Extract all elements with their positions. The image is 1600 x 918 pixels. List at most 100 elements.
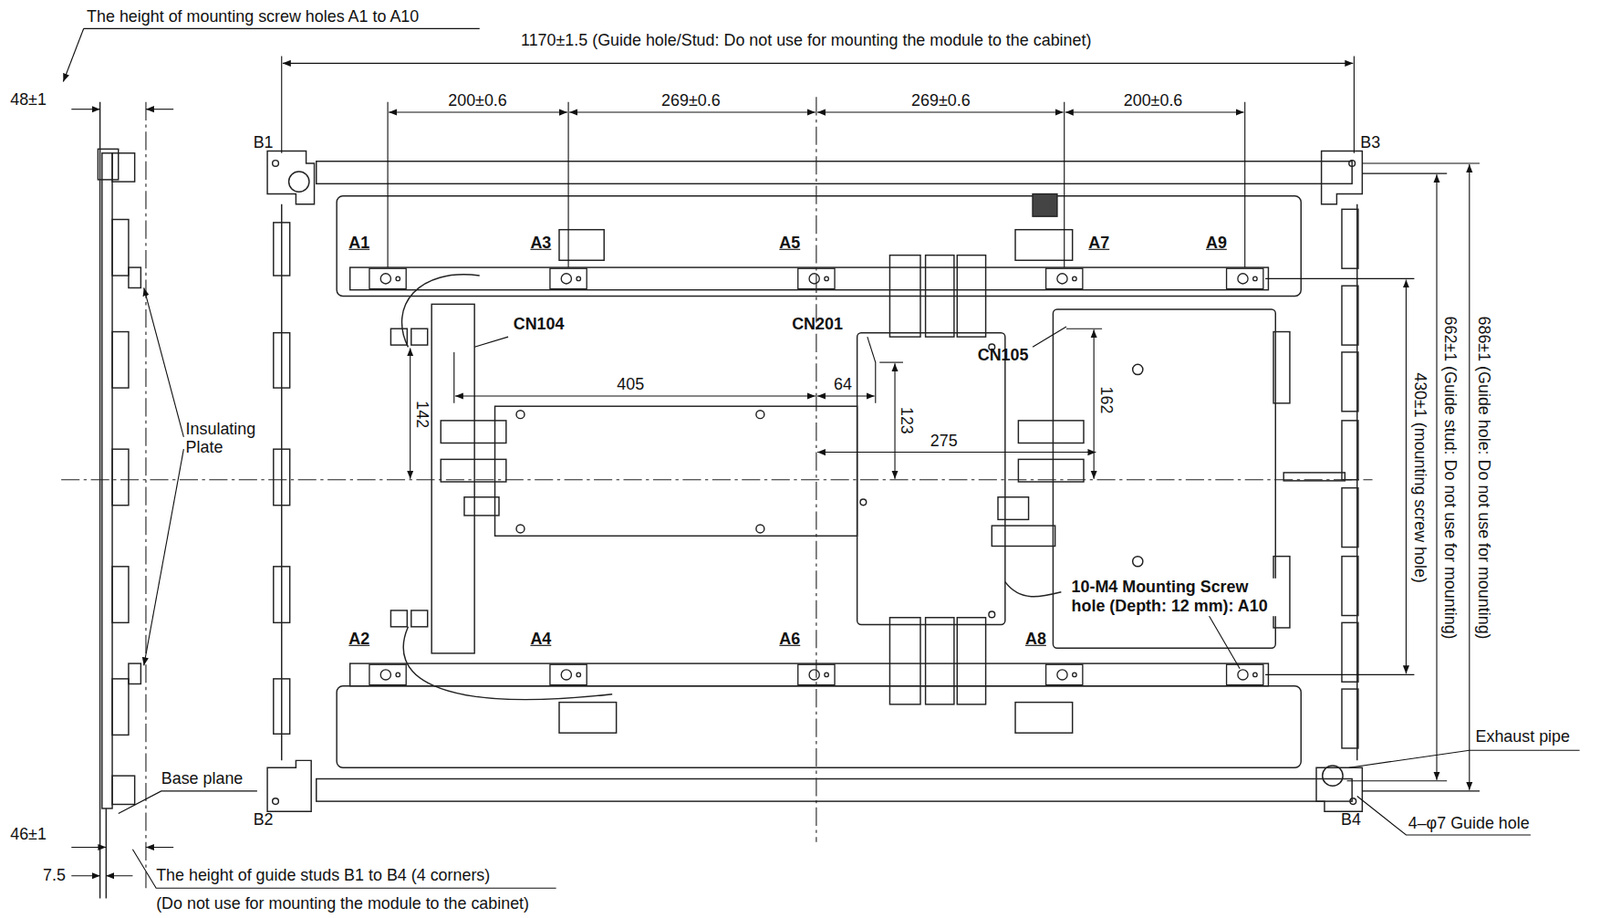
leader-lines-part bbox=[474, 336, 509, 347]
dimension-lines-part bbox=[388, 111, 568, 113]
module-frame-part bbox=[1341, 556, 1359, 616]
module-frame-part bbox=[1018, 420, 1084, 444]
dimension-lines-part bbox=[568, 102, 570, 268]
side-view-part bbox=[112, 566, 129, 624]
centerlines-part bbox=[145, 102, 146, 888]
module-frame-part bbox=[559, 229, 604, 261]
module-frame-part bbox=[516, 524, 525, 533]
dimension-lines-part bbox=[453, 352, 455, 404]
module-frame-part bbox=[1018, 458, 1084, 482]
mounting-holes-part bbox=[395, 276, 400, 281]
side-view-part bbox=[128, 663, 141, 684]
connector-name: CN105 bbox=[977, 345, 1029, 365]
module-frame-part bbox=[1341, 285, 1359, 345]
mounting-holes-part bbox=[576, 672, 581, 676]
leader-lines-part bbox=[1032, 326, 1067, 347]
centerlines bbox=[61, 96, 1372, 888]
connector-name: CN201 bbox=[791, 314, 843, 334]
note-text: The height of mounting screw holes A1 to… bbox=[86, 8, 419, 28]
dimension-lines-part bbox=[145, 846, 174, 848]
note-text: (Do not use for mounting the module to t… bbox=[155, 894, 530, 915]
mounting-holes-part bbox=[561, 669, 572, 680]
dimension-lines-part bbox=[387, 102, 389, 268]
dimension-lines-part bbox=[1435, 174, 1437, 780]
module-frame-part bbox=[440, 458, 507, 482]
module-frame-part bbox=[1132, 556, 1143, 567]
module-frame-part bbox=[1032, 194, 1058, 218]
mounting-holes-part bbox=[380, 273, 391, 284]
module-frame-part bbox=[925, 617, 955, 705]
leader-lines-part bbox=[144, 287, 185, 437]
dimension-lines-part bbox=[1093, 329, 1095, 478]
leader-lines-part bbox=[1204, 607, 1240, 669]
mounting-holes bbox=[369, 268, 1264, 685]
dimension-lines-part bbox=[1066, 328, 1102, 330]
dimension-lines-part bbox=[874, 362, 876, 404]
module-frame-part bbox=[956, 255, 986, 337]
connector-name: CN104 bbox=[513, 314, 565, 334]
module-frame-part bbox=[350, 267, 1269, 291]
dimension-lines-part bbox=[71, 108, 100, 110]
dimension-lines-part bbox=[409, 347, 411, 478]
dimension-lines-part bbox=[282, 62, 1353, 64]
mounting-holes-part bbox=[809, 273, 820, 284]
mounting-holes-part bbox=[380, 669, 391, 680]
module-frame-part bbox=[273, 332, 291, 388]
module-frame-part bbox=[403, 626, 613, 700]
dimension-lines-part bbox=[1265, 674, 1414, 676]
dimension-lines-part bbox=[817, 394, 875, 396]
side-view-part bbox=[99, 102, 101, 899]
dimension-lines-part bbox=[145, 108, 174, 110]
side-view-part bbox=[105, 808, 107, 898]
note-text: The height of guide studs B1 to B4 (4 co… bbox=[155, 865, 490, 885]
module-frame-part bbox=[516, 410, 525, 419]
module-frame-part bbox=[1350, 798, 1357, 805]
dimension-lines-part bbox=[879, 362, 904, 364]
mounting-holes-part bbox=[1237, 273, 1248, 284]
dimension-lines bbox=[71, 56, 1480, 876]
stud-label: B3 bbox=[1360, 133, 1381, 153]
mounting-holes-part bbox=[1072, 672, 1077, 676]
module-frame-part bbox=[1273, 332, 1290, 404]
module-frame-part bbox=[857, 332, 1006, 625]
module-frame-part bbox=[289, 171, 310, 192]
dimension-label: 269±0.6 bbox=[659, 91, 723, 111]
centerlines-part bbox=[815, 96, 817, 842]
dimension-lines-part bbox=[817, 111, 1064, 113]
centerlines-part bbox=[61, 478, 1372, 480]
mounting-holes-part bbox=[798, 268, 835, 289]
module-frame-part bbox=[267, 759, 312, 811]
mounting-holes-part bbox=[824, 276, 829, 281]
leader-lines-part bbox=[1357, 796, 1531, 836]
mounting-holes-part bbox=[369, 664, 406, 685]
module-frame-part bbox=[316, 161, 1352, 185]
module-frame-part bbox=[272, 160, 280, 167]
dimension-label: 662±1 (Guide stud: Do not use for mounti… bbox=[1440, 315, 1460, 639]
hole-label: A7 bbox=[1088, 233, 1110, 253]
mounting-holes-part bbox=[1226, 268, 1264, 289]
mounting-holes-part bbox=[550, 664, 587, 685]
side-view bbox=[97, 102, 141, 899]
dimension-label: 162 bbox=[1096, 386, 1116, 415]
dimension-label: 123 bbox=[896, 406, 916, 435]
module-frame-part bbox=[273, 678, 291, 734]
dimension-lines-part bbox=[1347, 779, 1448, 781]
mounting-holes-part bbox=[1253, 276, 1258, 281]
module-frame-part bbox=[988, 611, 996, 618]
mounting-holes-part bbox=[1226, 664, 1264, 685]
mounting-holes-part bbox=[809, 669, 820, 680]
dimension-lines-part bbox=[105, 874, 133, 876]
side-view-part bbox=[112, 153, 136, 182]
module-frame bbox=[267, 151, 1362, 812]
dimension-label: 200±0.6 bbox=[446, 91, 510, 111]
module-frame-part bbox=[350, 663, 1269, 686]
side-view-part bbox=[128, 267, 141, 288]
hole-label: A1 bbox=[348, 233, 370, 253]
module-frame-part bbox=[1283, 472, 1345, 481]
dimension-label: 64 bbox=[833, 374, 852, 395]
leader-lines-part bbox=[62, 28, 84, 82]
side-view-part bbox=[112, 678, 129, 736]
hole-label: A9 bbox=[1205, 233, 1227, 253]
dimension-label: 48±1 bbox=[10, 90, 47, 110]
module-frame-part bbox=[1341, 688, 1359, 749]
